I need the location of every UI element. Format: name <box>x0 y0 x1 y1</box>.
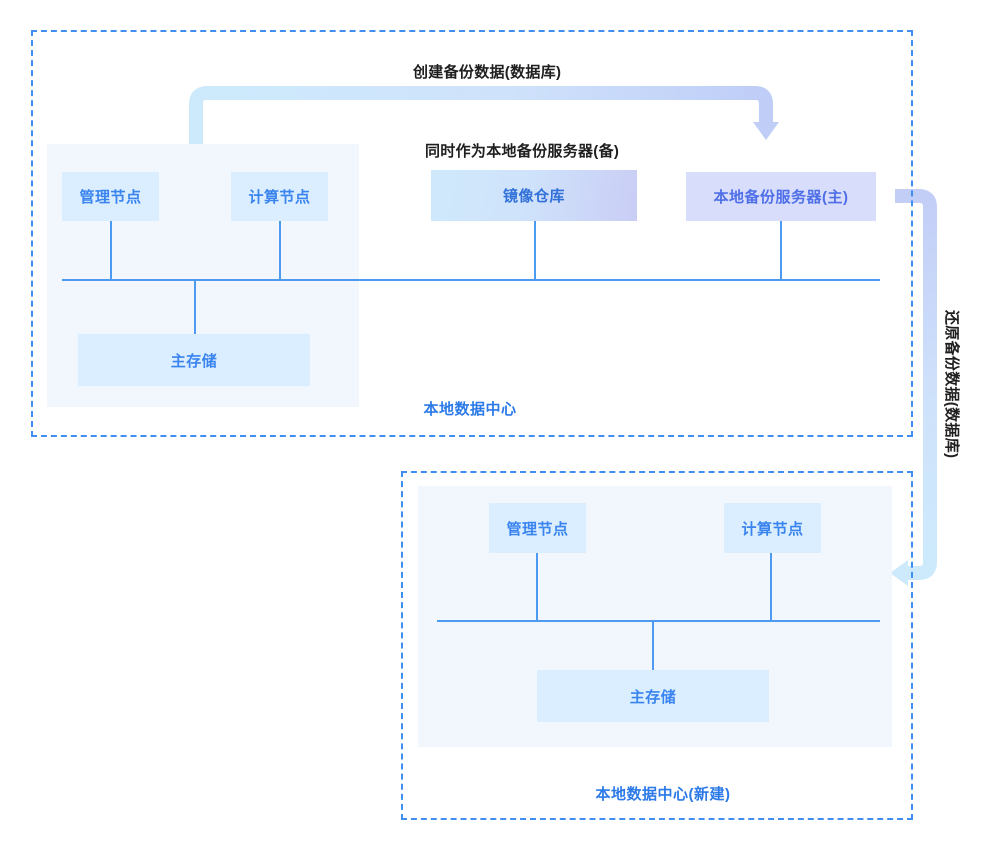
node-label: 计算节点 <box>248 189 311 206</box>
connector-storage <box>194 279 196 334</box>
bus-line-primary <box>62 279 880 281</box>
node-primary-storage-new[interactable]: 主存储 <box>537 670 769 722</box>
connector-compute2 <box>770 553 772 621</box>
note-restore-backup: 还原备份数据(数据库) <box>943 310 960 459</box>
node-label: 本地备份服务器(主) <box>713 189 849 206</box>
connector-storage2 <box>652 620 654 670</box>
zone-label-primary: 本地数据中心 <box>423 401 517 418</box>
connector-registry <box>534 221 536 280</box>
connector-mgmt <box>110 221 112 280</box>
node-management-node[interactable]: 管理节点 <box>62 172 159 221</box>
node-management-node-new[interactable]: 管理节点 <box>489 503 586 553</box>
node-label: 管理节点 <box>79 189 142 206</box>
connector-compute <box>279 221 281 280</box>
node-image-registry[interactable]: 镜像仓库 <box>431 170 637 221</box>
note-also-standby: 同时作为本地备份服务器(备) <box>425 143 620 160</box>
node-compute-node[interactable]: 计算节点 <box>231 172 328 221</box>
node-primary-storage[interactable]: 主存储 <box>78 334 310 386</box>
node-label: 主存储 <box>170 352 218 370</box>
connector-mgmt2 <box>536 553 538 621</box>
node-compute-node-new[interactable]: 计算节点 <box>724 503 821 553</box>
zone-label-secondary: 本地数据中心(新建) <box>595 786 731 803</box>
node-local-backup-server-primary[interactable]: 本地备份服务器(主) <box>686 172 876 221</box>
connector-backup-server <box>780 221 782 280</box>
node-label: 镜像仓库 <box>502 188 565 205</box>
node-label: 计算节点 <box>741 520 804 538</box>
bus-line-secondary <box>437 620 880 622</box>
node-label: 管理节点 <box>506 520 569 538</box>
zone-primary-datacenter <box>31 30 913 437</box>
node-label: 主存储 <box>629 688 677 706</box>
zone-secondary-datacenter <box>401 471 913 820</box>
note-create-backup: 创建备份数据(数据库) <box>413 64 562 81</box>
